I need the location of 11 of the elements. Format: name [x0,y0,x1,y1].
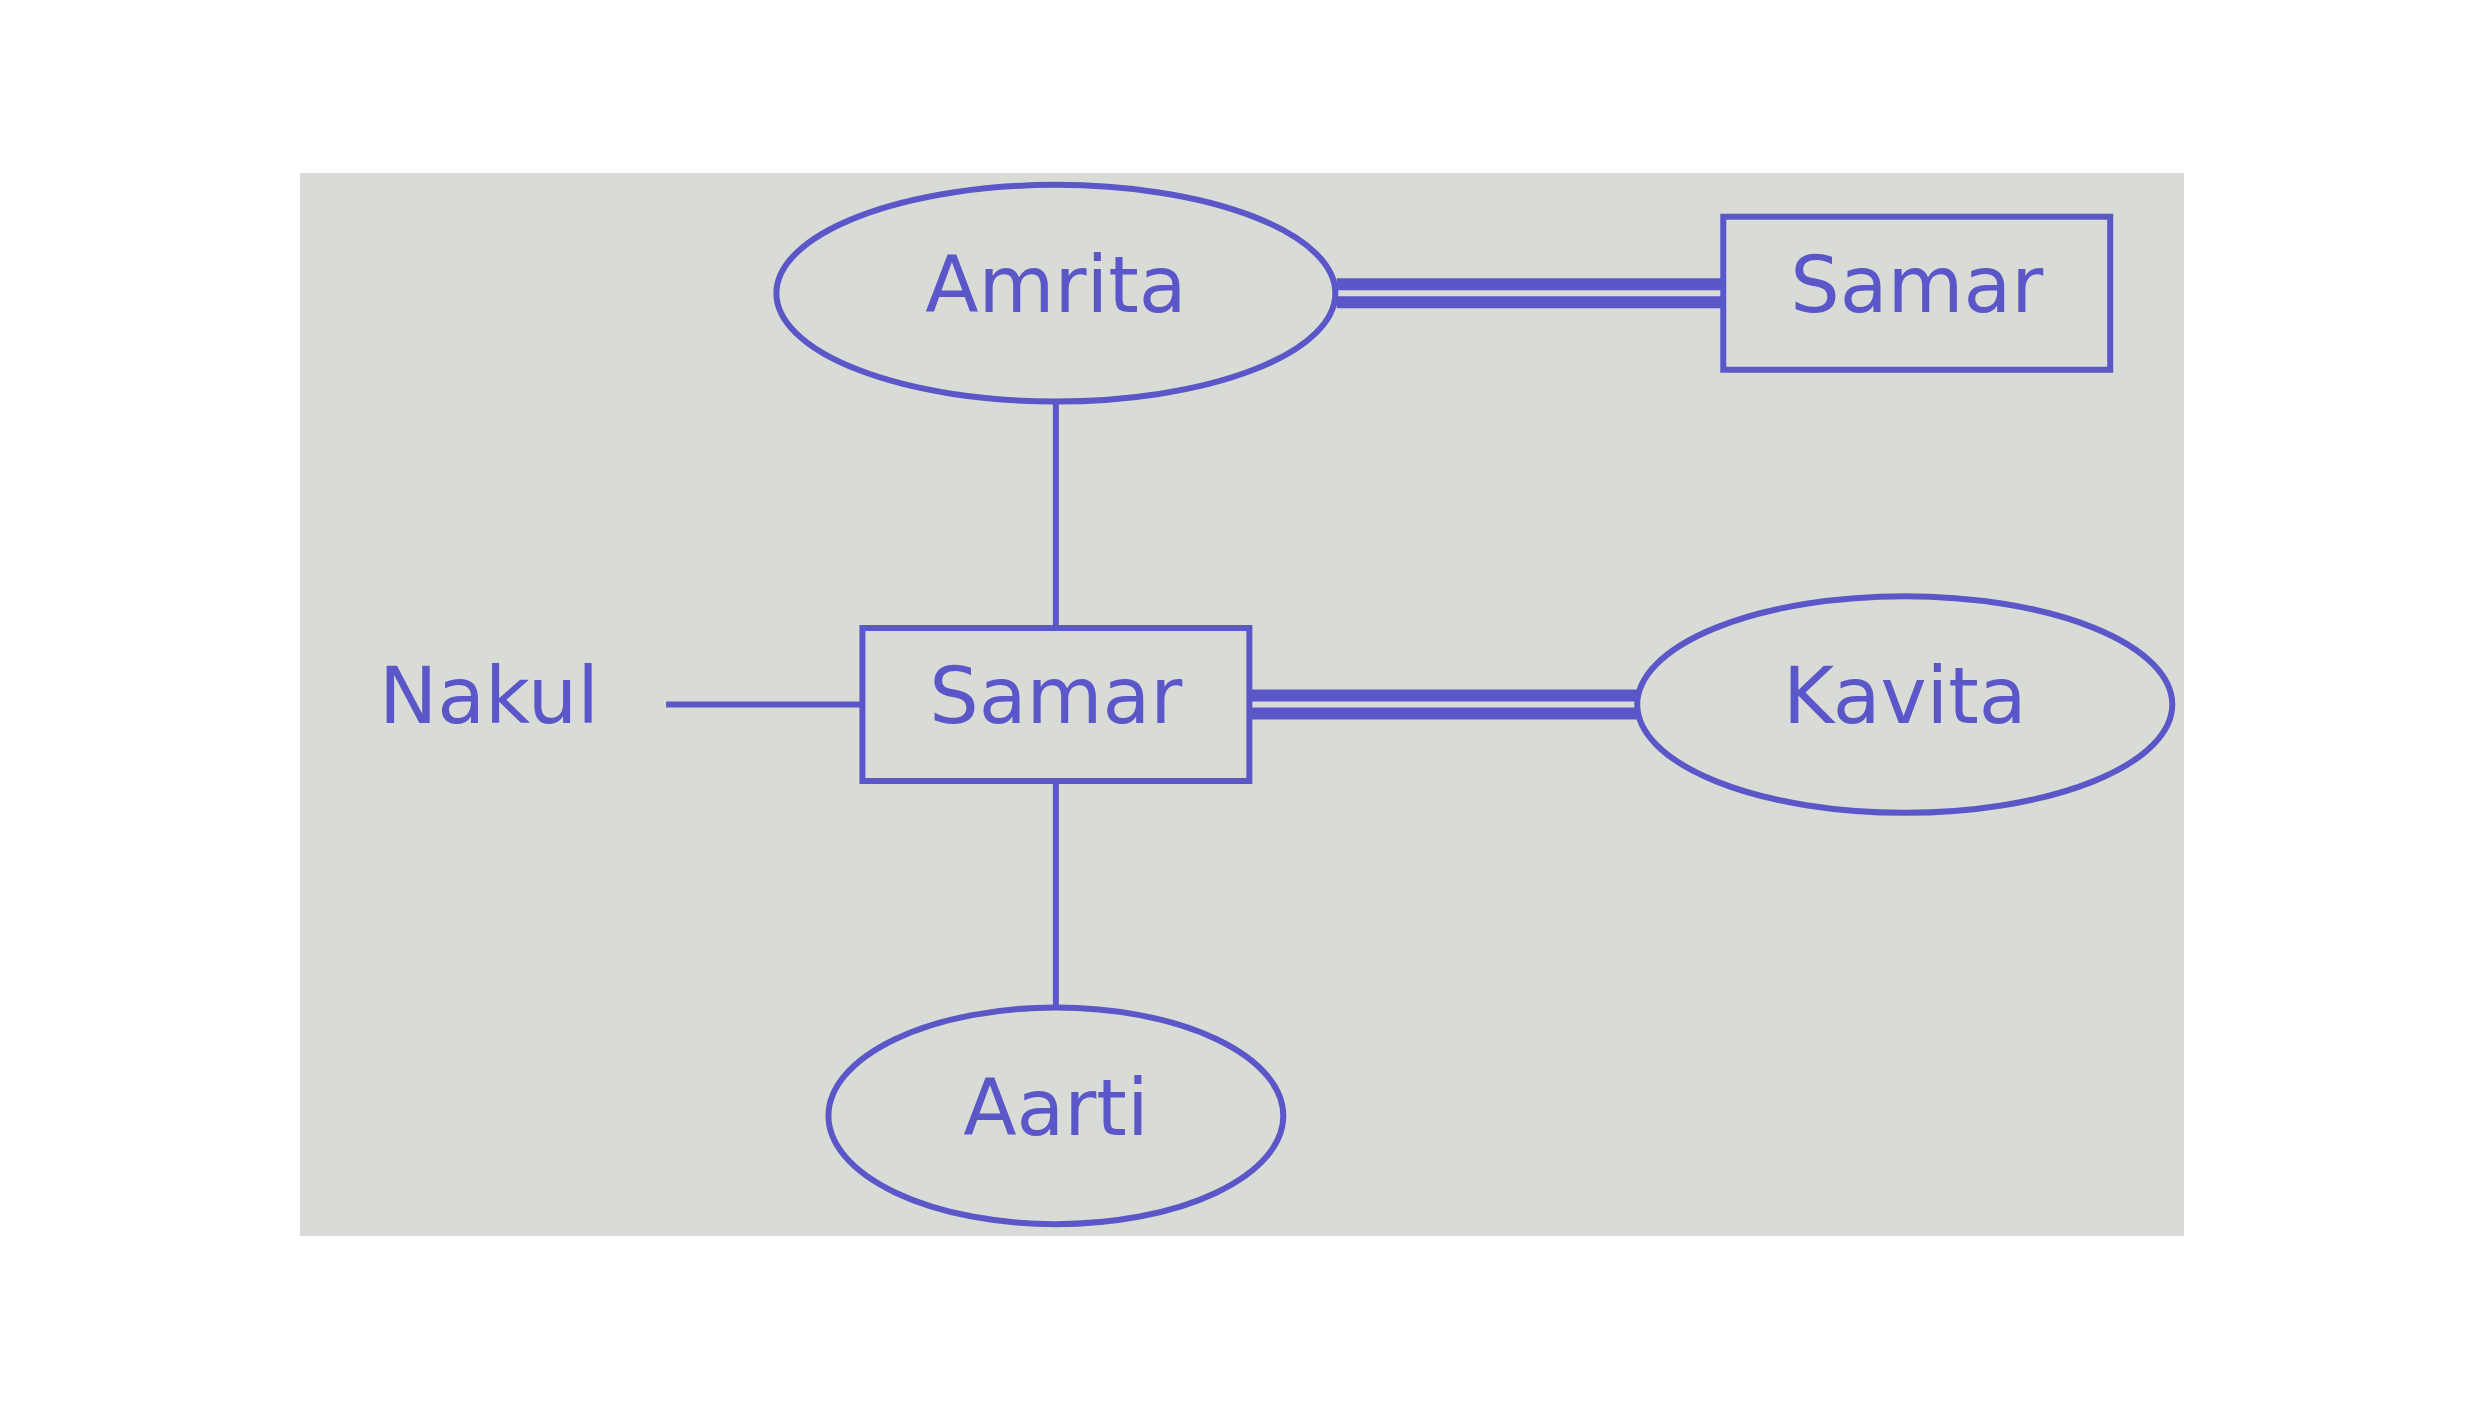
node-box: Samar [1720,213,2114,373]
node-ellipse: Amrita [773,181,1339,405]
connector [1336,277,1723,308]
connector [1052,401,1059,627]
connector [1052,781,1059,1007]
node-ellipse: Aarti [825,1003,1287,1227]
node-box: Samar [859,624,1253,784]
connector [1249,689,1638,719]
node-ellipse: Kavita [1634,592,2176,816]
node-text: Nakul [379,650,599,741]
connector [666,701,862,707]
